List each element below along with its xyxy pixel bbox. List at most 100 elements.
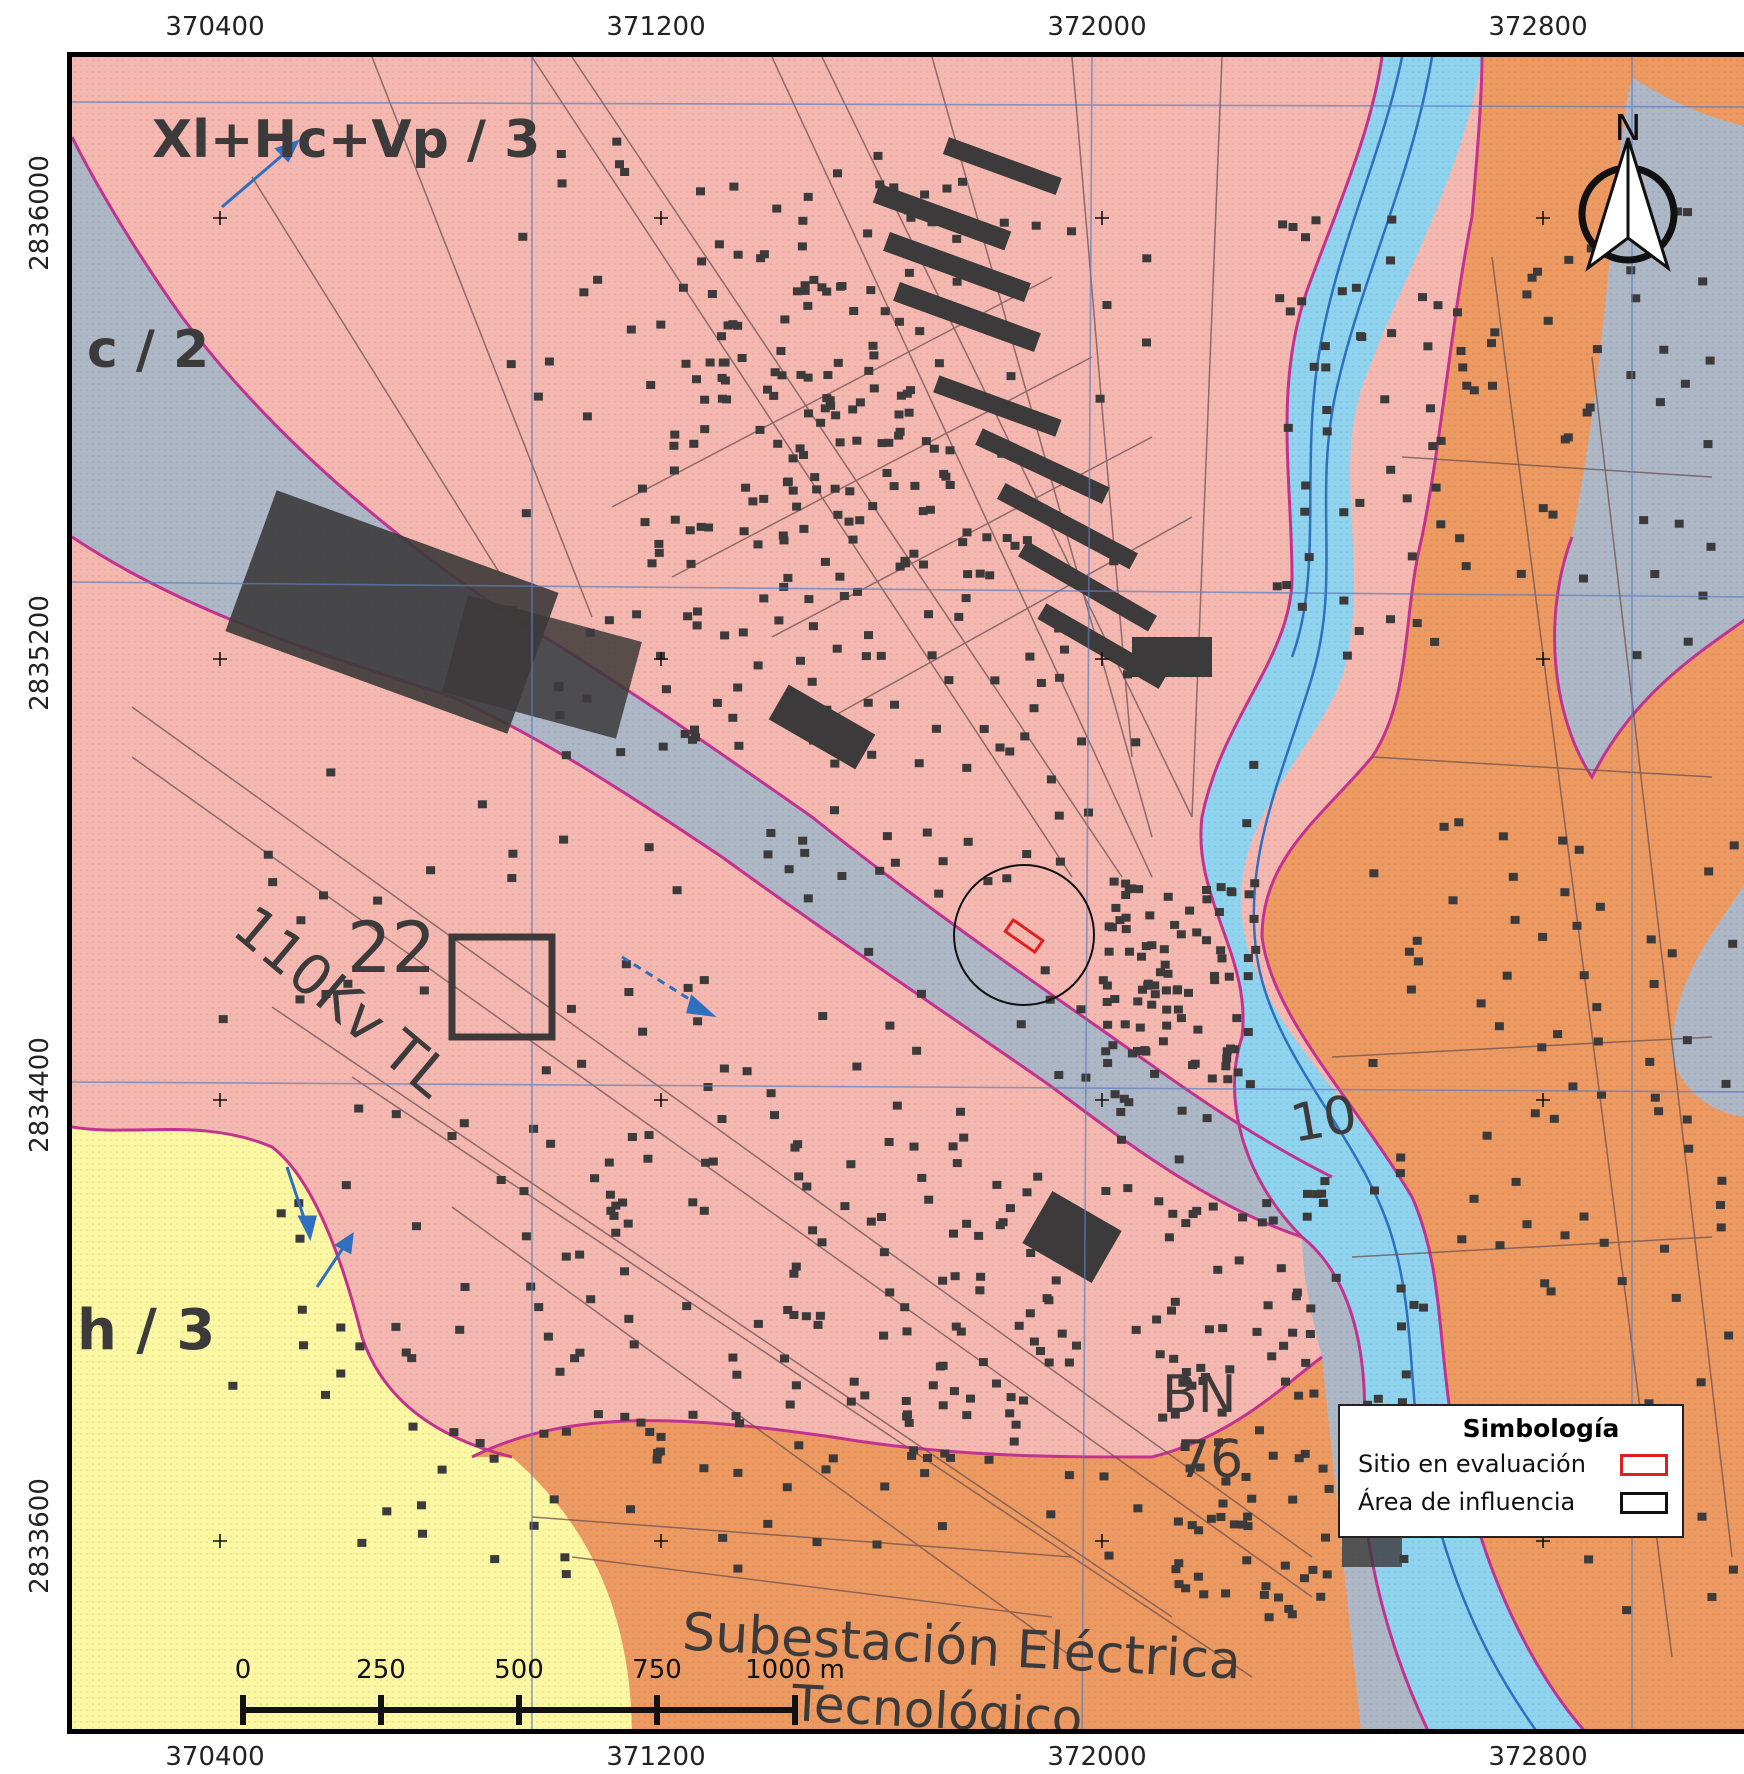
x-coord-bottom-1: 370400: [165, 1742, 265, 1772]
building-dot: [1671, 1293, 1681, 1302]
building-dot: [889, 482, 899, 491]
building-dot: [848, 405, 858, 414]
building-dot: [1682, 1115, 1692, 1124]
building-dot: [788, 454, 798, 463]
building-dot: [1412, 936, 1422, 945]
influence-area-circle[interactable]: [953, 864, 1095, 1006]
building-dot: [849, 307, 859, 315]
building-dot: [1046, 775, 1056, 784]
building-dot: [1005, 747, 1015, 756]
building-dot: [803, 192, 813, 201]
building-dot: [791, 1262, 801, 1271]
building-dot: [1716, 1201, 1725, 1209]
building-dot: [1181, 1584, 1191, 1593]
scale-bar-line: [240, 1695, 798, 1725]
building-dot: [812, 485, 822, 494]
building-dot: [1644, 1399, 1654, 1408]
building-dot: [880, 1482, 890, 1491]
building-dot: [780, 315, 790, 324]
building-dot: [1176, 930, 1186, 939]
geology-map[interactable]: Xl+Hc+Vp / 3 c / 2 h / 3 22 110Kv TL BN …: [72, 57, 1744, 1734]
building-dot: [995, 1221, 1005, 1230]
building-dot: [1192, 928, 1202, 937]
building-dot: [693, 607, 702, 616]
building-dot: [1232, 1014, 1242, 1023]
building-dot: [928, 1381, 938, 1390]
building-dot: [978, 1358, 988, 1367]
building-dot: [1320, 342, 1330, 351]
building-dot: [629, 1340, 639, 1349]
x-coord-bottom-2: 371200: [606, 1742, 706, 1772]
building-dot: [1243, 954, 1253, 962]
building-dot: [1127, 884, 1137, 893]
building-dot: [938, 1401, 948, 1410]
building-dot: [490, 1555, 500, 1564]
evaluation-site-marker[interactable]: [1003, 917, 1045, 955]
building-dot: [1320, 1177, 1330, 1186]
building-dot: [1249, 914, 1259, 923]
building-dot: [1026, 1249, 1036, 1257]
scale-tick-750: 750: [632, 1655, 682, 1685]
building-dot: [1322, 1570, 1332, 1579]
building-dot: [868, 341, 878, 350]
building-dot: [1031, 221, 1041, 230]
building-dot: [1396, 1284, 1406, 1293]
building-dot: [1192, 1206, 1202, 1215]
building-dot: [944, 676, 954, 685]
building-dot: [817, 283, 827, 292]
building-dot: [506, 360, 516, 369]
building-dot: [1300, 1449, 1310, 1458]
building-dot: [774, 616, 784, 625]
building-dot: [1674, 519, 1684, 528]
building-dot: [717, 394, 727, 403]
building-dot: [958, 538, 968, 547]
building-dot: [1210, 976, 1220, 985]
building-dot: [951, 1322, 961, 1331]
building-dot: [869, 351, 879, 360]
building-dot: [1110, 995, 1120, 1003]
building-dot: [840, 1202, 850, 1211]
building-dot: [1064, 1358, 1074, 1367]
building-dot: [1599, 1238, 1609, 1247]
map-frame[interactable]: Xl+Hc+Vp / 3 c / 2 h / 3 22 110Kv TL BN …: [67, 52, 1744, 1734]
building-dot: [1498, 832, 1508, 841]
building-dot: [1135, 1023, 1145, 1032]
building-dot: [1141, 942, 1151, 951]
building-dot: [952, 234, 962, 243]
building-dot: [1579, 1212, 1589, 1221]
building-dot: [295, 995, 305, 1004]
building-dot: [796, 370, 806, 379]
x-coord-top-4: 372800: [1488, 12, 1588, 42]
building-dot: [1163, 892, 1173, 901]
building-dot: [1508, 872, 1518, 881]
building-dot: [560, 1553, 570, 1562]
building-dot: [561, 1252, 571, 1261]
building-dot: [593, 1410, 603, 1419]
building-dot: [916, 989, 926, 998]
building-dot: [800, 286, 810, 295]
building-dot: [1262, 1199, 1272, 1208]
legend-swatch-influence: [1620, 1492, 1668, 1514]
building-dot: [699, 1464, 709, 1473]
building-dot: [737, 354, 747, 362]
building-dot: [1247, 1494, 1257, 1503]
building-dot: [863, 698, 873, 707]
building-dot: [1543, 316, 1553, 325]
north-label: N: [1615, 108, 1642, 149]
building-dot: [1448, 896, 1458, 905]
building-dot: [1297, 602, 1307, 611]
study-area[interactable]: [953, 864, 1095, 1006]
building-dot: [822, 287, 832, 296]
building-dot: [910, 481, 920, 490]
building-dot: [1586, 244, 1596, 253]
building-dot: [1181, 1368, 1191, 1376]
building-dot: [521, 1232, 531, 1241]
building-dot: [884, 1138, 894, 1146]
building-dot: [901, 559, 910, 568]
building-dot: [855, 398, 865, 407]
building-dot: [962, 1411, 972, 1420]
building-dot: [1423, 342, 1433, 351]
building-dot: [1206, 1514, 1216, 1523]
building-dot: [1339, 508, 1349, 517]
building-dot: [934, 359, 944, 368]
